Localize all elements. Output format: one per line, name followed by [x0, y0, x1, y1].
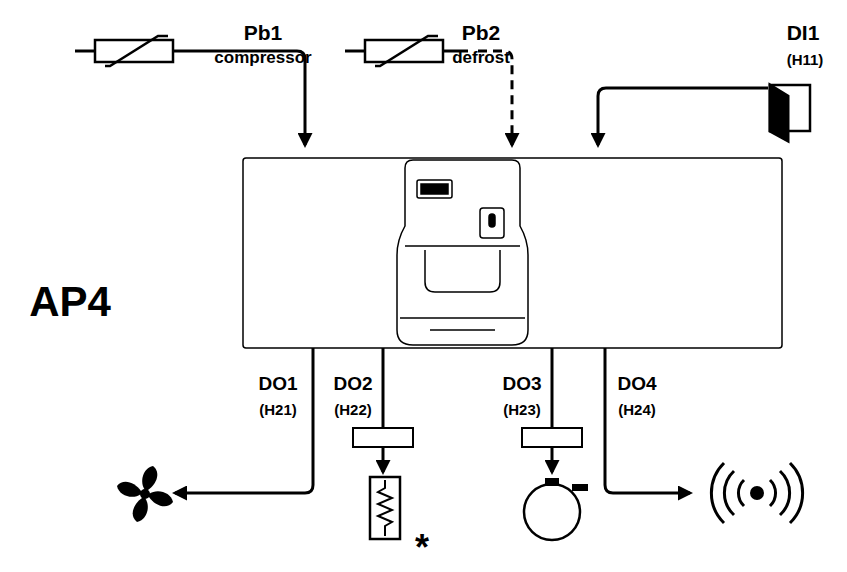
probe-function: defrost	[452, 49, 510, 66]
compressor-symbol	[524, 478, 588, 540]
controller-icon	[397, 160, 528, 345]
device-name: AP4	[29, 281, 111, 323]
output-wire	[605, 348, 690, 493]
controller-box	[243, 158, 782, 348]
output-name: DO2	[333, 374, 372, 393]
probe-name: Pb2	[462, 22, 501, 43]
input-name: DI1	[787, 22, 820, 43]
parameter-code: (H11)	[787, 52, 824, 67]
output-name: DO4	[617, 374, 656, 393]
heater-symbol	[370, 477, 400, 539]
parameter-code: (H22)	[334, 402, 372, 417]
door-symbol	[598, 85, 810, 145]
output-name: DO1	[258, 374, 297, 393]
footnote-mark: *	[415, 530, 429, 566]
output-wire	[551, 348, 554, 428]
fan-symbol	[117, 466, 173, 522]
output-wire	[382, 348, 385, 428]
output-name: DO3	[502, 374, 541, 393]
probe-name: Pb1	[244, 22, 283, 43]
parameter-code: (H24)	[618, 402, 656, 417]
thermistor-symbol	[345, 36, 512, 145]
parameter-code: (H23)	[503, 402, 541, 417]
relay-box	[353, 428, 413, 447]
alarm-symbol	[711, 463, 802, 523]
output-wire	[175, 348, 313, 493]
probe-function: compressor	[214, 49, 311, 66]
parameter-code: (H21)	[259, 402, 297, 417]
relay-box	[522, 428, 582, 447]
